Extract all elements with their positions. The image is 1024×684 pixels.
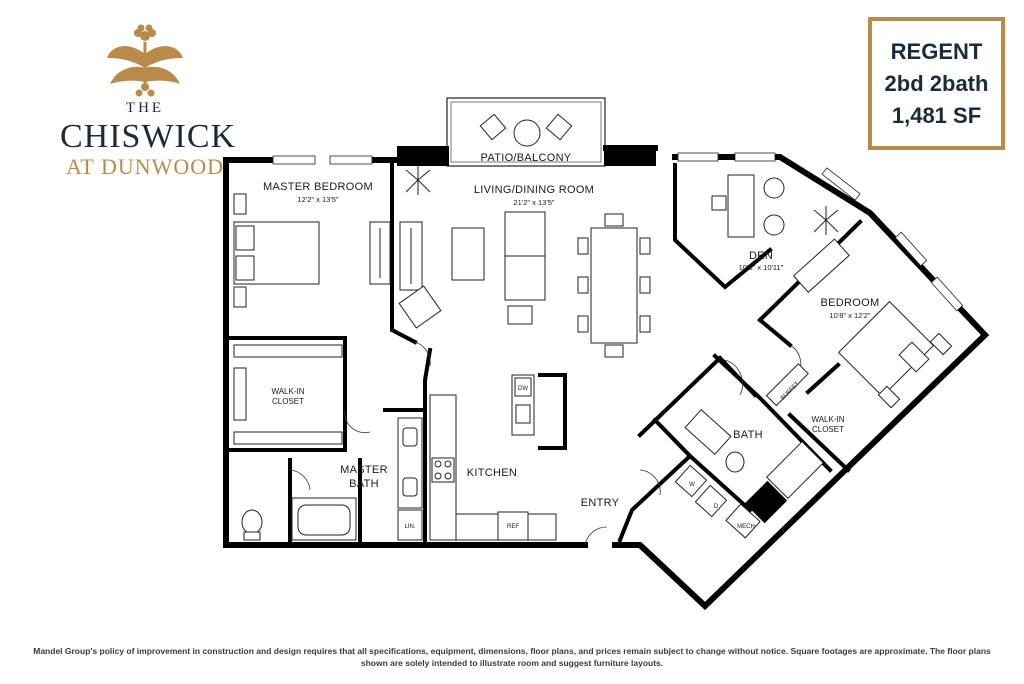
unit-name: REGENT xyxy=(890,38,983,64)
living-room-furniture xyxy=(398,211,651,358)
logo-chiswick: CHISWICK xyxy=(60,118,237,155)
label-kitchen: KITCHEN xyxy=(467,467,517,479)
label-entry: ENTRY xyxy=(581,497,620,509)
kitchen-fixtures xyxy=(429,374,557,541)
unit-info-box: REGENT 2bd 2bath 1,481 SF xyxy=(868,17,1005,150)
label-ref: REF xyxy=(507,524,519,530)
label-living-room: LIVING/DINING ROOM xyxy=(474,184,594,196)
label-walkin-2: CLOSET xyxy=(272,397,304,406)
patio-balcony xyxy=(446,97,606,167)
logo-at-dunwood: AT DUNWOOD xyxy=(65,154,225,179)
bath-laundry-fixtures xyxy=(674,363,824,539)
label-dryer: D xyxy=(714,504,719,510)
label-master-bedroom: MASTER BEDROOM xyxy=(263,181,373,193)
chiswick-logo: THE CHISWICK AT DUNWOOD xyxy=(60,24,237,179)
bedroom-furniture xyxy=(837,300,953,409)
floor-plan: PATIO/BALCONY LIVING/DINING ROOM 21'2" x… xyxy=(223,97,990,611)
label-walkin2-1: WALK-IN xyxy=(811,415,844,424)
master-bedroom-furniture xyxy=(233,193,391,308)
flower-emblem-icon xyxy=(107,24,183,97)
label-patio: PATIO/BALCONY xyxy=(481,152,572,164)
unit-area: 1,481 SF xyxy=(891,102,982,128)
logo-the: THE xyxy=(125,100,165,116)
label-bedroom-dim: 10'8" x 12'2" xyxy=(829,311,870,320)
label-mech: MECH xyxy=(737,524,755,530)
den-furniture xyxy=(711,174,850,293)
plant-icon xyxy=(405,166,839,235)
disclaimer: Mandel Group's policy of improvement in … xyxy=(33,646,991,668)
unit-type: 2bd 2bath xyxy=(884,70,989,96)
label-den: DEN xyxy=(749,250,773,262)
label-den-dim: 10'8" x 10'11" xyxy=(739,263,784,272)
label-master-dim: 12'2" x 13'5" xyxy=(297,195,338,204)
label-master-bath-2: BATH xyxy=(349,478,379,490)
label-master-bath-1: MASTER xyxy=(340,464,388,476)
label-bath: BATH xyxy=(733,429,763,441)
label-bedroom: BEDROOM xyxy=(821,297,880,309)
label-dw: DW xyxy=(518,386,528,392)
label-lin: LIN. xyxy=(404,524,415,530)
label-walkin-1: WALK-IN xyxy=(271,387,304,396)
interior-walls xyxy=(228,163,863,547)
label-washer: W xyxy=(689,482,695,488)
label-living-dim: 21'2" x 13'5" xyxy=(513,198,554,207)
master-bath-fixtures xyxy=(241,417,423,541)
walk-in-closet-fixtures xyxy=(233,344,343,445)
windows xyxy=(272,152,964,312)
label-walkin2-2: CLOSET xyxy=(812,425,844,434)
